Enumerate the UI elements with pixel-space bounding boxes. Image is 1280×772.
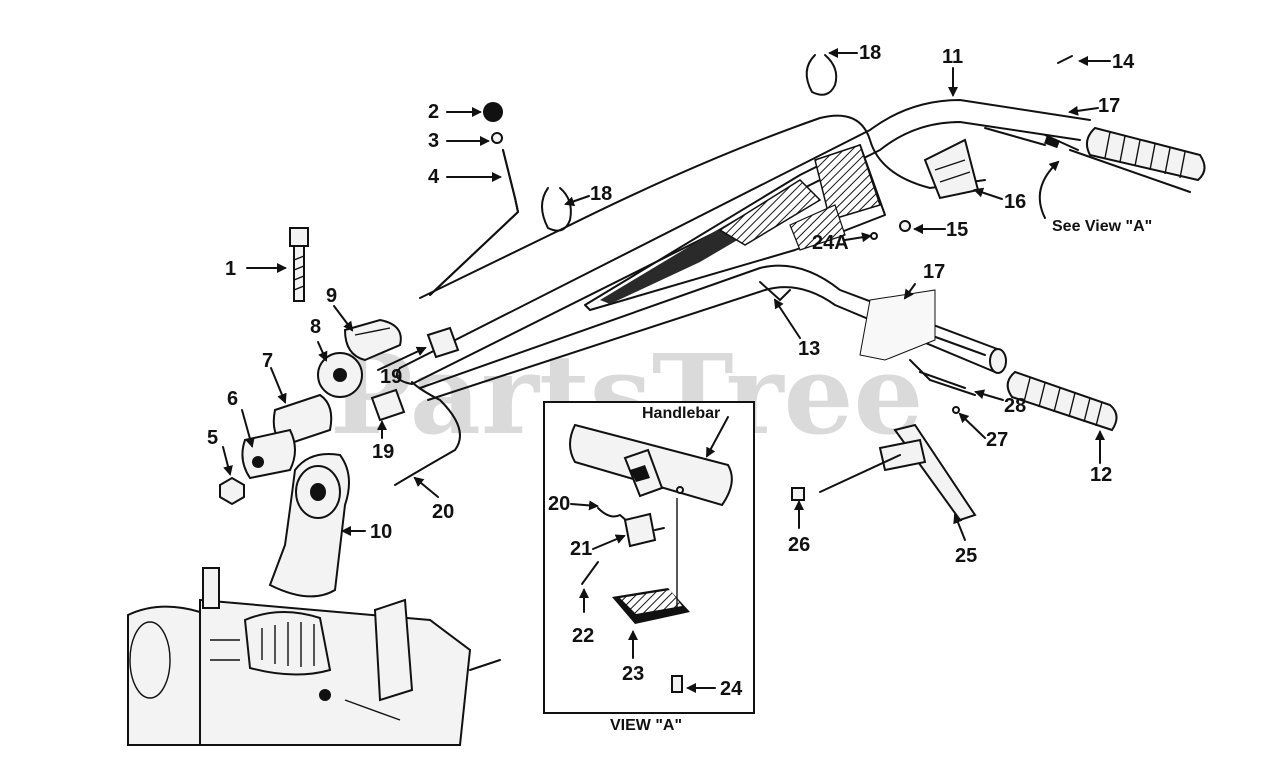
callout-16: 16 <box>1004 191 1026 213</box>
callout-4: 4 <box>428 166 440 188</box>
callout-18-lower: 18 <box>590 183 612 205</box>
callout-7: 7 <box>262 350 273 372</box>
callout-9: 9 <box>326 285 337 307</box>
transmission-housing <box>127 567 501 746</box>
view-a-title: VIEW "A" <box>610 717 682 734</box>
callout-25: 25 <box>955 545 977 567</box>
callout-27: 27 <box>986 429 1008 451</box>
callout-3: 3 <box>428 130 439 152</box>
bolt-1 <box>289 227 309 302</box>
handlebar-label: Handlebar <box>642 405 720 422</box>
view-a-inset <box>543 401 755 714</box>
housing-10 <box>268 453 350 598</box>
callout-22: 22 <box>572 625 594 647</box>
callout-1: 1 <box>225 258 236 280</box>
leader-arrows <box>222 48 1111 541</box>
callout-17-upper: 17 <box>1098 95 1120 117</box>
callout-12: 12 <box>1090 464 1112 486</box>
callout-21: 21 <box>570 538 592 560</box>
callout-6: 6 <box>227 388 238 410</box>
hand-grip-upper <box>1044 126 1206 193</box>
callout-18-upper: 18 <box>859 42 881 64</box>
callout-23: 23 <box>622 663 644 685</box>
callout-19-upper: 19 <box>380 366 402 388</box>
callout-2: 2 <box>428 101 439 123</box>
throttle-cable <box>419 114 986 299</box>
callout-15: 15 <box>946 219 968 241</box>
wire-20 <box>394 381 461 486</box>
callout-17-lower: 17 <box>923 261 945 283</box>
callout-5: 5 <box>207 427 218 449</box>
callout-26: 26 <box>788 534 810 556</box>
hand-grip-lower <box>1006 370 1118 432</box>
lever-assembly <box>791 359 977 522</box>
callout-28: 28 <box>1004 395 1026 417</box>
callout-11: 11 <box>942 46 963 68</box>
callout-13: 13 <box>798 338 820 360</box>
callout-24: 24 <box>720 678 743 700</box>
callout-20: 20 <box>432 501 454 523</box>
callout-19-lower: 19 <box>372 441 394 463</box>
height-adjust-parts <box>219 318 460 506</box>
handlebar-assembly <box>396 99 1091 401</box>
see-view-a-label: See View "A" <box>1052 218 1152 235</box>
callout-24a: 24A <box>812 232 849 254</box>
callout-10: 10 <box>370 521 392 543</box>
callout-14: 14 <box>1112 51 1135 73</box>
cable-label-tag <box>859 289 936 361</box>
shift-rod-assembly <box>429 102 519 296</box>
callout-8: 8 <box>310 316 321 338</box>
callout-20-inset: 20 <box>548 493 570 515</box>
